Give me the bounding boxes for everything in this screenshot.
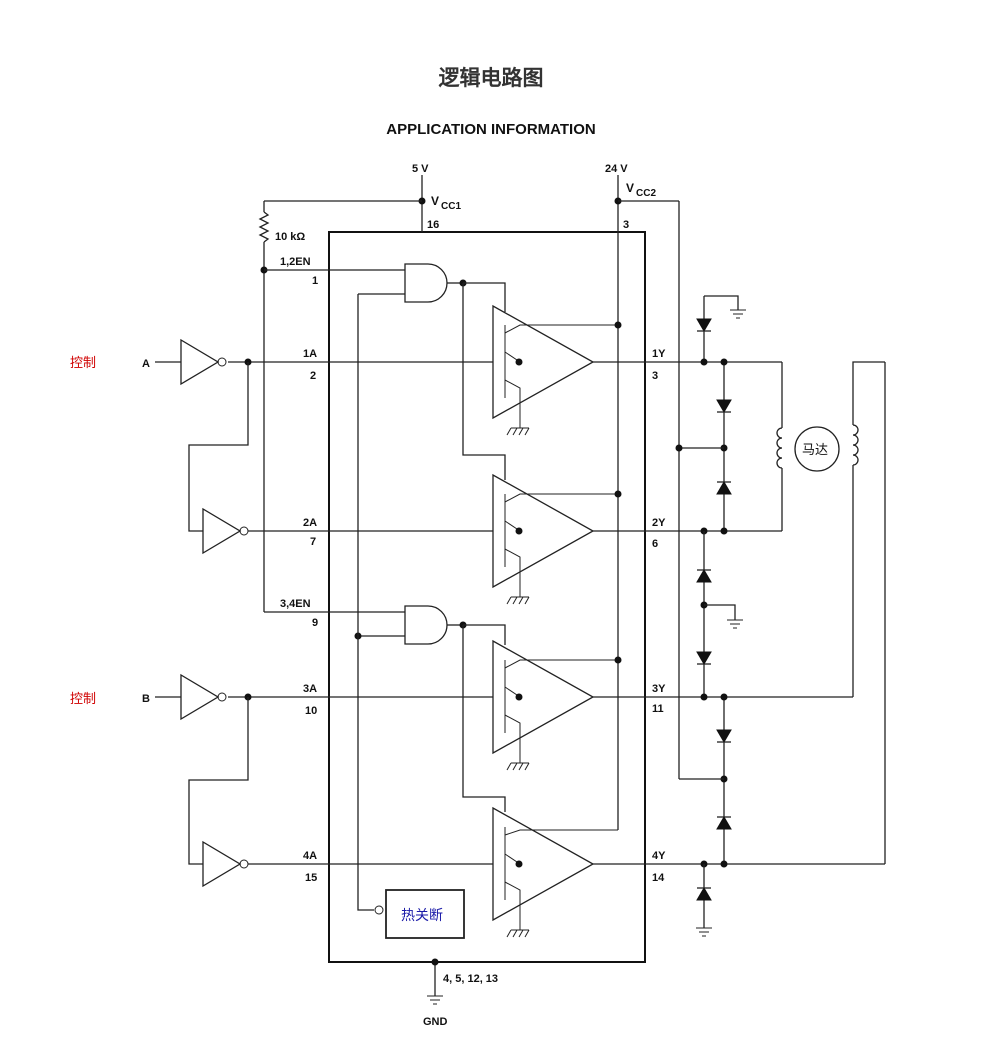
in2-pin: 7 xyxy=(310,536,316,548)
thermal-bubble xyxy=(374,905,384,915)
vcc1-pin: 16 xyxy=(427,219,439,231)
in2-label: 2A xyxy=(303,517,317,529)
out4-pin: 14 xyxy=(652,872,665,884)
vcc1-label: V xyxy=(431,194,439,208)
chip-body xyxy=(328,231,646,963)
motor-label: 马达 xyxy=(802,443,828,458)
thermal-line xyxy=(357,294,374,911)
out2-pin: 6 xyxy=(652,538,658,550)
output-4: 4Y 14 xyxy=(593,850,885,884)
thermal-label: 热关断 xyxy=(401,908,443,924)
page-title: 逻辑电路图 xyxy=(438,66,544,90)
out3-label: 3Y xyxy=(652,683,666,695)
enable-12: 1,2EN 1 xyxy=(264,256,405,287)
driver-4 xyxy=(492,806,618,938)
out2-label: 2Y xyxy=(652,517,666,529)
diode-column-right xyxy=(675,358,732,868)
en34-label: 3,4EN xyxy=(280,598,311,610)
out1-pin: 3 xyxy=(652,370,658,382)
in3-label: 3A xyxy=(303,683,317,695)
output-1: 1Y 3 xyxy=(593,348,782,382)
en12-pin: 1 xyxy=(312,275,318,287)
vcc2-voltage-label: 24 V xyxy=(605,163,628,175)
in1-label: 1A xyxy=(303,348,317,360)
diode-column-left xyxy=(696,295,746,937)
driver-3 xyxy=(492,639,622,771)
out1-label: 1Y xyxy=(652,348,666,360)
vcc1-subscript: CC1 xyxy=(441,201,461,212)
input-1: 1A 2 xyxy=(228,348,493,382)
input-b-label: B xyxy=(142,693,150,705)
in3-pin: 10 xyxy=(305,705,317,717)
thermal-shutdown-block xyxy=(385,889,465,939)
output-2: 2Y 6 xyxy=(593,517,782,550)
driver-1 xyxy=(492,304,622,436)
vcc2-label: V xyxy=(626,181,634,195)
and-gate-12 xyxy=(358,263,506,480)
input-a-label: A xyxy=(142,358,150,370)
out3-pin: 11 xyxy=(652,703,664,715)
and-gate-34 xyxy=(354,605,506,812)
motor: 马达 xyxy=(776,361,886,864)
vcc2-subscript: CC2 xyxy=(636,188,656,199)
control-a-label: 控制 xyxy=(70,356,96,371)
control-b: 控制 B xyxy=(70,673,249,888)
driver-2 xyxy=(492,473,622,605)
en34-pin: 9 xyxy=(312,617,318,629)
in4-label: 4A xyxy=(303,850,317,862)
control-a: 控制 A xyxy=(70,338,249,555)
input-2: 2A 7 xyxy=(248,517,493,548)
in4-pin: 15 xyxy=(305,872,317,884)
vcc1-voltage-label: 5 V xyxy=(412,163,429,175)
enable-34: 3,4EN 9 xyxy=(264,598,405,629)
input-3: 3A 10 xyxy=(228,683,493,717)
en12-label: 1,2EN xyxy=(280,256,311,268)
out4-label: 4Y xyxy=(652,850,666,862)
input-4: 4A 15 xyxy=(248,850,493,884)
gnd-label: GND xyxy=(423,1016,448,1028)
resistor-label: 10 kΩ xyxy=(275,231,305,243)
ground: 4, 5, 12, 13 GND xyxy=(423,958,498,1028)
vcc2-supply: 24 V V CC2 3 xyxy=(605,163,680,830)
diagram-subtitle: APPLICATION INFORMATION xyxy=(386,121,596,138)
vcc2-pin: 3 xyxy=(623,219,629,231)
control-b-label: 控制 xyxy=(70,692,96,707)
vcc1-supply: 5 V V CC1 16 xyxy=(264,163,461,232)
gnd-pins-label: 4, 5, 12, 13 xyxy=(443,973,498,985)
pullup-resistor: 10 kΩ xyxy=(258,201,305,612)
in1-pin: 2 xyxy=(310,370,316,382)
